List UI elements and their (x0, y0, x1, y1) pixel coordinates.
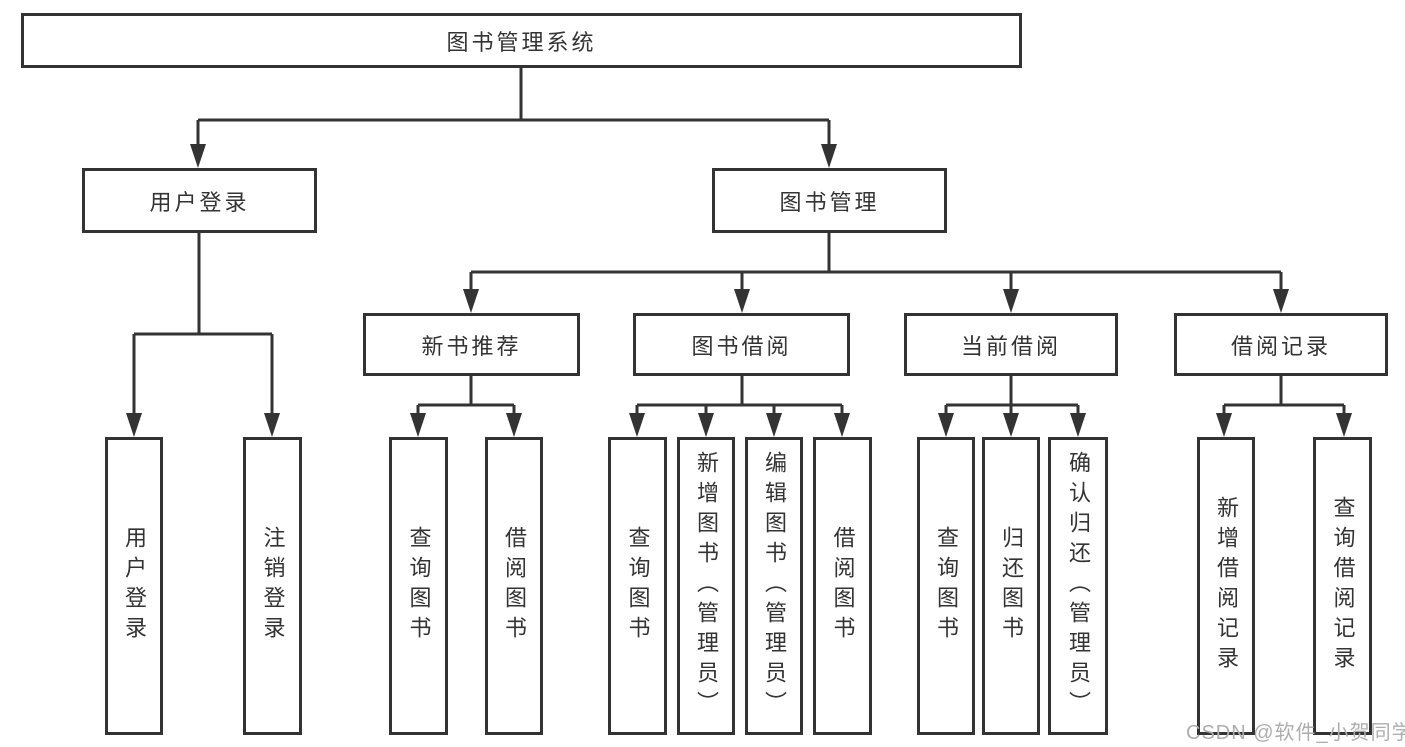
leaf-return-books: 归还图书 (982, 437, 1040, 735)
leaf-borrow-books-borrowing: 借阅图书 (813, 437, 872, 735)
node-book-borrowing: 图书借阅 (633, 313, 850, 376)
node-label: 新增借阅记录 (1214, 496, 1239, 676)
node-label: 归还图书 (999, 526, 1024, 646)
node-label: 新书推荐 (421, 333, 522, 359)
node-borrowing-records: 借阅记录 (1174, 313, 1388, 376)
leaf-add-books-admin: 新增图书（管理员） (677, 437, 735, 735)
node-current-borrowing: 当前借阅 (904, 313, 1118, 376)
node-label: 新增图书（管理员） (694, 451, 719, 721)
node-label: 查询图书 (934, 526, 959, 646)
leaf-add-borrow-record: 新增借阅记录 (1197, 437, 1255, 735)
leaf-query-books-recommend: 查询图书 (389, 437, 448, 735)
node-label: 查询借阅记录 (1330, 496, 1356, 676)
leaf-borrow-books-recommend: 借阅图书 (485, 437, 543, 735)
node-label: 查询图书 (406, 526, 432, 646)
node-label: 注销登录 (260, 526, 286, 646)
node-label: 确认归还（管理员） (1066, 451, 1091, 721)
leaf-confirm-return-admin: 确认归还（管理员） (1048, 437, 1108, 735)
node-label: 当前借阅 (960, 333, 1061, 359)
node-label: 用户登录 (149, 189, 250, 215)
csdn-watermark: CSDN @软件_小贺同学 (1186, 722, 1405, 744)
leaf-query-books-borrowing: 查询图书 (608, 437, 667, 735)
node-library-management-system: 图书管理系统 (21, 13, 1022, 68)
node-label: 图书管理 (779, 189, 880, 215)
arrowheads (126, 144, 1352, 437)
node-label: 编辑图书（管理员） (762, 451, 787, 721)
node-new-book-recommendation: 新书推荐 (363, 313, 580, 376)
leaf-query-books-current: 查询图书 (917, 437, 975, 735)
node-label: 借阅图书 (502, 526, 527, 646)
node-label: 图书管理系统 (446, 29, 597, 55)
leaf-user-login: 用户登录 (105, 437, 163, 735)
node-label: 查询图书 (625, 526, 651, 646)
node-user-login: 用户登录 (82, 168, 317, 233)
leaf-logout: 注销登录 (243, 437, 302, 735)
node-label: 借阅记录 (1230, 333, 1331, 359)
node-label: 借阅图书 (830, 526, 856, 646)
node-label: 用户登录 (122, 526, 147, 646)
node-label: 图书借阅 (691, 333, 792, 359)
node-book-management: 图书管理 (712, 168, 947, 233)
leaf-query-borrow-record: 查询借阅记录 (1313, 437, 1372, 735)
leaf-edit-books-admin: 编辑图书（管理员） (745, 437, 803, 735)
